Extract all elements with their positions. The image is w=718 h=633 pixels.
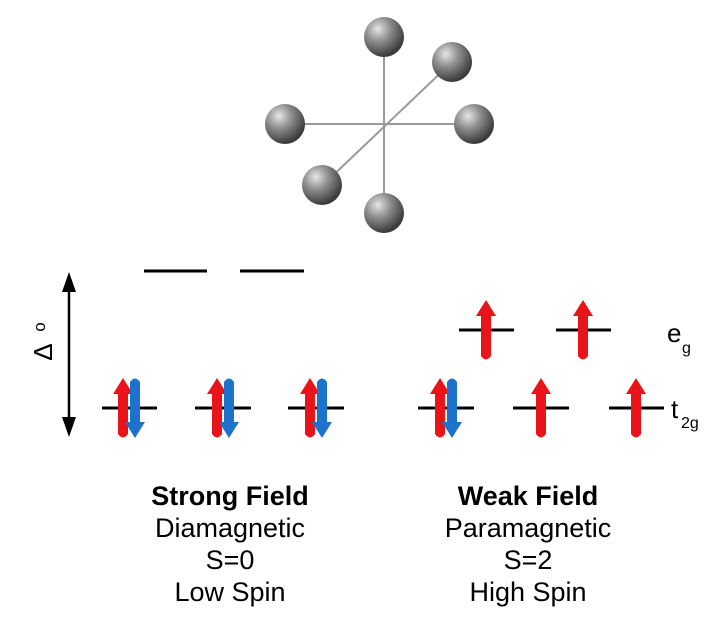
weak-t2g-electron-up-arrow-icon (626, 378, 646, 438)
strong-t2g-electron-down-arrow-icon (312, 378, 332, 438)
ligand-top (364, 17, 404, 57)
weak-field-caption: Weak Field Paramagnetic S=2 High Spin (398, 480, 658, 608)
strong-field-magnetism: Diamagnetic (154, 513, 306, 543)
bond-diagonal (325, 63, 451, 183)
weak-eg-electron-up-arrow-icon (573, 300, 593, 360)
delta-o-double-arrow (62, 272, 76, 437)
octahedral-complex-icon (265, 17, 494, 233)
weak-t2g-electron-down-arrow-icon (442, 378, 462, 438)
ligand-right (454, 104, 494, 144)
eg-label-subscript: g (682, 340, 691, 357)
ligand-bottom (364, 193, 404, 233)
weak-t2g-electron-up-arrow-icon (531, 378, 551, 438)
weak-field-spin-state: High Spin (469, 577, 587, 607)
electron-arrows (113, 300, 646, 438)
t2g-label: t (671, 394, 679, 424)
ligand-left (265, 104, 305, 144)
strong-field-caption: Strong Field Diamagnetic S=0 Low Spin (100, 480, 360, 608)
weak-field-magnetism: Paramagnetic (444, 513, 612, 543)
eg-label: e (667, 318, 681, 348)
t2g-label-subscript: 2g (681, 415, 699, 432)
strong-field-title: Strong Field (151, 481, 309, 511)
strong-t2g-electron-down-arrow-icon (219, 378, 239, 438)
ligand-front-left (302, 165, 342, 205)
ligand-back-right (432, 42, 472, 82)
delta-symbol: Δ (28, 343, 58, 360)
weak-field-spin-value: S=2 (503, 545, 553, 575)
strong-field-spin-value: S=0 (205, 545, 255, 575)
strong-field-spin-state: Low Spin (174, 577, 286, 607)
delta-subscript: o (30, 322, 49, 331)
weak-eg-electron-up-arrow-icon (476, 300, 496, 360)
strong-t2g-electron-down-arrow-icon (125, 378, 145, 438)
weak-field-title: Weak Field (457, 481, 599, 511)
